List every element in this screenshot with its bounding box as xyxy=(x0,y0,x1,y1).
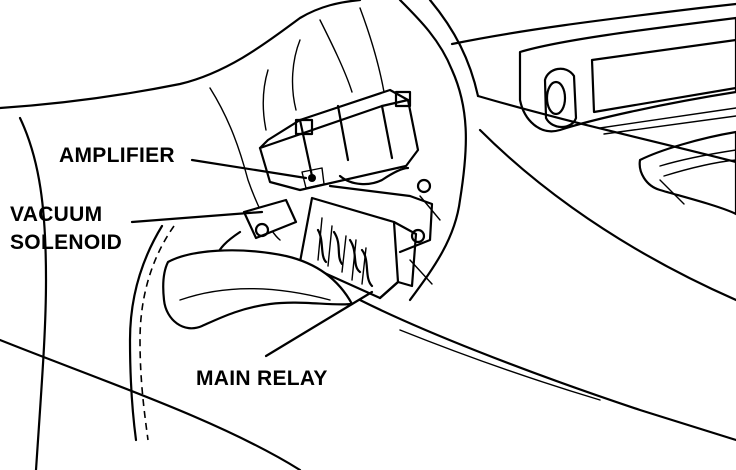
radio-opening xyxy=(590,38,736,114)
radio-bezel xyxy=(518,16,736,133)
amplifier-connector-clip xyxy=(301,167,325,189)
floor-line-3 xyxy=(399,329,601,401)
vacuum-solenoid-label-line2: SOLENOID xyxy=(10,231,123,254)
vacuum-solenoid-body xyxy=(242,198,298,240)
amplifier-edge xyxy=(298,104,394,178)
dashboard-lower-edge xyxy=(18,116,48,470)
amplifier-body xyxy=(258,98,420,192)
floor-line-2 xyxy=(358,298,736,442)
steering-shroud-crease xyxy=(179,288,331,301)
amplifier-harness xyxy=(338,166,410,186)
console-top-edge xyxy=(450,2,736,46)
radio-knob xyxy=(543,67,578,129)
amplifier-label: AMPLIFIER xyxy=(59,144,175,167)
amplifier-connector-2 xyxy=(394,90,412,108)
main-relay-face xyxy=(378,220,418,300)
main-relay-wires xyxy=(316,228,374,288)
console-outline-inner xyxy=(428,0,480,98)
mounting-bracket xyxy=(328,184,434,254)
kick-panel-edge xyxy=(128,224,164,442)
radio-lower-trim xyxy=(599,107,736,135)
leader-main-relay xyxy=(264,290,374,358)
lower-switch-panel xyxy=(638,130,736,216)
bracket-bolt-1 xyxy=(416,178,432,194)
leader-amplifier xyxy=(190,158,308,180)
console-outline xyxy=(398,0,467,302)
radio-knob-face xyxy=(545,80,567,116)
cavity-outline-3 xyxy=(262,39,301,131)
console-step xyxy=(476,94,736,164)
amplifier-mount-screw xyxy=(308,174,316,182)
leader-vacuum-solenoid xyxy=(130,210,264,224)
lower-switch-panel-inner xyxy=(659,149,736,205)
vacuum-solenoid-label-line1: VACUUM xyxy=(10,203,103,226)
amplifier-top-face xyxy=(258,88,410,150)
vacuum-solenoid-port xyxy=(254,222,270,238)
amplifier-connector xyxy=(294,118,314,136)
dashboard-upper-edge xyxy=(0,0,362,110)
floor-line-1 xyxy=(0,338,302,470)
main-relay-label: MAIN RELAY xyxy=(196,367,328,390)
bracket-bolt-2 xyxy=(410,228,426,244)
console-lower-edge xyxy=(478,128,736,302)
cavity-outline-2 xyxy=(319,7,385,93)
kick-panel-seam xyxy=(139,225,175,441)
